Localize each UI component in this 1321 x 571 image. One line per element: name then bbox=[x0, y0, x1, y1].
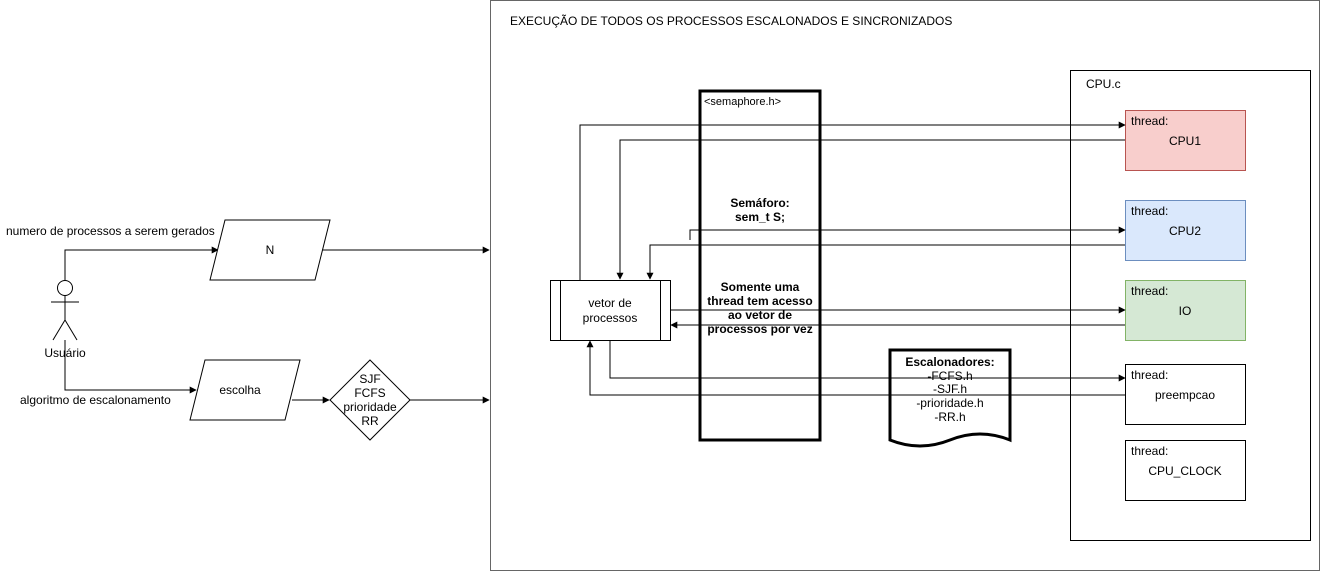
edge-panel-to-cpu2 bbox=[689, 229, 1125, 240]
input-n-shape bbox=[209, 219, 331, 281]
thread-tag-io: thread: bbox=[1131, 284, 1168, 298]
cpu-container-title: CPU.c bbox=[1086, 77, 1121, 91]
thread-box-cpu1 bbox=[1125, 110, 1246, 171]
decision-line-1: FCFS bbox=[354, 386, 385, 400]
escalonadores-line-1: -FCFS.h bbox=[927, 369, 972, 383]
thread-tag-cpu_clock: thread: bbox=[1131, 444, 1168, 458]
decision-line-3: RR bbox=[361, 414, 379, 428]
edge-actor-to-n bbox=[64, 246, 219, 280]
semaphore-desc-2: ao vetor de bbox=[728, 308, 792, 322]
semaphore-title-0: Semáforo: bbox=[730, 196, 789, 210]
edge-actor-to-escolha bbox=[64, 340, 197, 394]
input-n-label: N bbox=[266, 243, 275, 257]
thread-box-cpu_clock bbox=[1125, 440, 1246, 501]
thread-name-cpu_clock: CPU_CLOCK bbox=[1148, 464, 1221, 478]
decision-line-0: SJF bbox=[359, 372, 380, 386]
thread-tag-cpu1: thread: bbox=[1131, 114, 1168, 128]
edge-preempcao-to-vetor bbox=[586, 340, 1125, 396]
edge-cpu1-to-vetor bbox=[616, 139, 1125, 280]
escalonadores-line-0: Escalonadores: bbox=[905, 355, 994, 369]
input-escolha-shape bbox=[189, 359, 301, 421]
vetor-line-1: processos bbox=[583, 311, 638, 325]
user-actor-icon bbox=[51, 280, 79, 341]
thread-box-io bbox=[1125, 280, 1246, 341]
semaphore-desc-1: thread tem acesso bbox=[707, 294, 812, 308]
thread-box-cpu2 bbox=[1125, 200, 1246, 261]
edge-label-count: numero de processos a serem gerados bbox=[6, 224, 215, 238]
escalonadores-doc bbox=[888, 348, 1012, 448]
threads-group: thread:CPU1thread:CPU2thread:IOthread:pr… bbox=[1125, 110, 1246, 501]
edge-vetor-to-preempcao bbox=[609, 340, 1126, 382]
semaphore-title-1: sem_t S; bbox=[735, 210, 785, 224]
thread-name-cpu2: CPU2 bbox=[1169, 224, 1201, 238]
input-escolha-label: escolha bbox=[219, 383, 261, 397]
thread-name-cpu1: CPU1 bbox=[1169, 134, 1201, 148]
thread-name-preempcao: preempcao bbox=[1155, 388, 1215, 402]
thread-tag-cpu2: thread: bbox=[1131, 204, 1168, 218]
semaphore-header: <semaphore.h> bbox=[704, 96, 781, 108]
edge-cpu2-to-vetor bbox=[646, 244, 1125, 280]
semaphore-desc-0: Somente uma bbox=[721, 280, 800, 294]
vetor-line-0: vetor de bbox=[588, 296, 632, 310]
semaphore-desc-3: processos por vez bbox=[707, 322, 812, 336]
escalonadores-line-2: -SJF.h bbox=[933, 382, 967, 396]
edge-vetor-to-cpu1 bbox=[579, 121, 1126, 280]
decision-line-2: prioridade bbox=[343, 400, 397, 414]
escalonadores-line-3: -prioridade.h bbox=[916, 396, 983, 410]
thread-tag-preempcao: thread: bbox=[1131, 368, 1168, 382]
thread-box-preempcao bbox=[1125, 364, 1246, 425]
edge-label-algo: algoritmo de escalonamento bbox=[20, 393, 171, 407]
escalonadores-line-4: -RR.h bbox=[934, 410, 965, 424]
execution-panel-title: EXECUÇÃO DE TODOS OS PROCESSOS ESCALONAD… bbox=[510, 14, 952, 28]
semaphore-box bbox=[698, 89, 822, 442]
decision-diamond bbox=[329, 359, 411, 441]
thread-name-io: IO bbox=[1179, 304, 1192, 318]
